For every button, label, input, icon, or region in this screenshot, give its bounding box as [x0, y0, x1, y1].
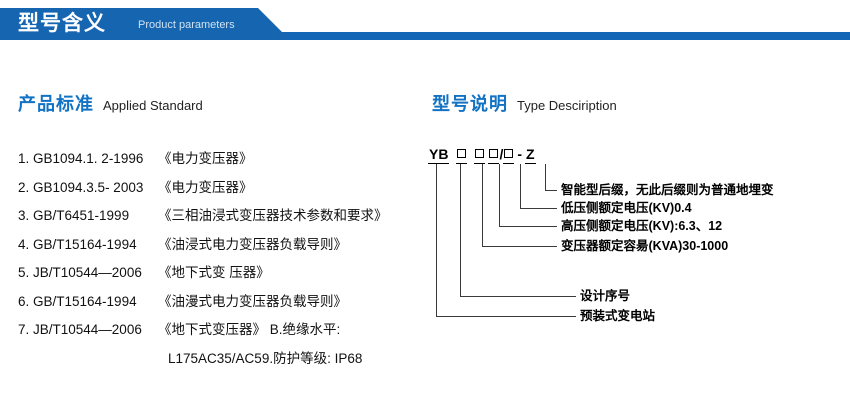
standard-code: 5. JB/T10544—2006 [18, 265, 142, 280]
leader-line-hv-vertical [499, 164, 500, 226]
code-box-icon [489, 149, 499, 158]
list-item: 5. JB/T10544—2006 《地下式变 压器》 [18, 259, 428, 288]
list-item: 2. GB1094.3.5- 2003 《电力变压器》 [18, 174, 428, 203]
model-code-string: YB /-Z [428, 146, 536, 164]
leader-line-capacity-vertical [482, 164, 483, 246]
standards-continuation: L175AC35/AC59.防护等级: IP68 [168, 350, 363, 366]
annotation-suffix: 智能型后缀，无此后缀则为普通地埋变 [561, 183, 774, 197]
model-code-diagram: YB /-Z 智能型后缀，无此后缀则为普通地埋变 低压侧额定电压(KV)0.4 高… [428, 140, 850, 340]
banner-block [0, 8, 290, 40]
code-suffix: Z [525, 146, 536, 164]
banner-accent-bar [0, 32, 850, 40]
leader-line-hv-horizontal [499, 226, 557, 227]
heading-cn-applied-standard: 产品标准 [18, 94, 94, 114]
standard-name: 《油浸式电力变压器负载导则》 [158, 236, 347, 252]
code-prefix: YB [428, 146, 450, 164]
leader-line-substation-horizontal [436, 316, 576, 317]
heading-en-type-description: Type Desciription [517, 98, 617, 113]
list-item: 6. GB/T15164-1994 《油漫式电力变压器负载导则》 [18, 288, 428, 317]
leader-line-lv-horizontal [520, 208, 557, 209]
section-heading-applied-standard: 产品标准 Applied Standard [18, 90, 203, 116]
list-item: 3. GB/T6451-1999 《三相油浸式变压器技术参数和要求》 [18, 202, 428, 231]
leader-line-design-serial-vertical [460, 164, 461, 296]
section-heading-type-description: 型号说明 Type Desciription [432, 90, 617, 116]
heading-cn-type-description: 型号说明 [432, 94, 508, 114]
banner-subtitle: Product parameters [138, 19, 235, 31]
standard-name: 《三相油浸式变压器技术参数和要求》 [158, 208, 388, 223]
leader-line-substation-vertical [436, 164, 437, 316]
standard-name: 《电力变压器》 [158, 179, 253, 195]
leader-line-capacity-horizontal [482, 246, 557, 247]
standard-code: 4. GB/T15164-1994 [18, 236, 137, 252]
standard-name: 《地下式变压器》 B.绝缘水平: [158, 322, 341, 337]
annotation-design-serial: 设计序号 [580, 289, 631, 303]
code-box-design-serial [456, 146, 468, 164]
standard-name: 《地下式变 压器》 [158, 265, 270, 280]
annotation-lv-voltage: 低压侧额定电压(KV)0.4 [561, 201, 692, 215]
standard-name: 《电力变压器》 [158, 151, 253, 166]
annotation-hv-voltage: 高压侧额定电压(KV):6.3、12 [561, 219, 723, 233]
standard-code: 1. GB1094.1. 2-1996 [18, 151, 144, 166]
standard-code: 7. JB/T10544—2006 [18, 322, 142, 337]
standard-code: 2. GB1094.3.5- 2003 [18, 179, 144, 195]
code-box-icon [457, 149, 467, 158]
leader-line-suffix-vertical [545, 164, 546, 190]
standard-name: 《油漫式电力变压器负载导则》 [158, 293, 347, 309]
banner-title: 型号含义 [18, 12, 106, 35]
standard-code: 3. GB/T6451-1999 [18, 208, 130, 223]
code-box-hv [488, 146, 500, 164]
code-box-icon [504, 149, 514, 158]
code-slash: / [499, 146, 504, 162]
leader-line-suffix-horizontal [545, 190, 557, 191]
leader-line-design-serial-horizontal [460, 296, 576, 297]
code-box-lv [503, 146, 515, 164]
heading-en-applied-standard: Applied Standard [103, 98, 203, 113]
standard-code: 6. GB/T15164-1994 [18, 293, 137, 309]
list-item: 7. JB/T10544—2006 《地下式变压器》 B.绝缘水平: [18, 316, 428, 345]
annotation-capacity: 变压器额定容昜(KVA)30-1000 [561, 239, 729, 253]
annotation-substation: 预装式变电站 [580, 309, 656, 323]
list-item: 1. GB1094.1. 2-1996 《电力变压器》 [18, 145, 428, 174]
code-box-capacity [474, 146, 486, 164]
code-dash: - [517, 146, 523, 162]
standards-list: 1. GB1094.1. 2-1996 《电力变压器》 2. GB1094.3.… [18, 145, 428, 373]
leader-line-lv-vertical [520, 164, 521, 208]
list-item: 4. GB/T15164-1994 《油浸式电力变压器负载导则》 [18, 231, 428, 260]
code-box-icon [475, 149, 485, 158]
page-banner: 型号含义 Product parameters [0, 0, 850, 46]
